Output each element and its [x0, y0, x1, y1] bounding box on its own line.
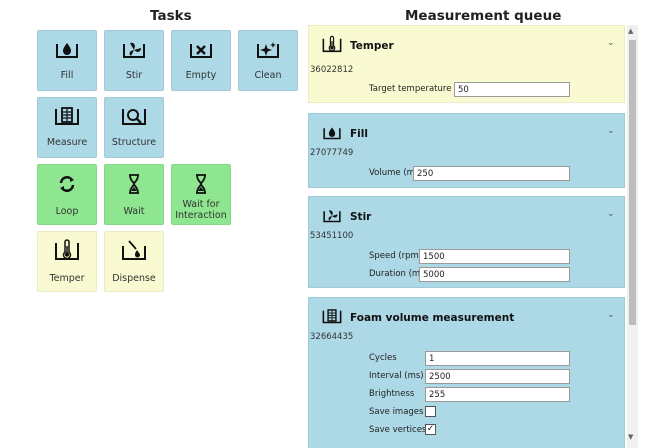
tasks-heading: Tasks	[150, 8, 192, 24]
fan-icon	[323, 210, 341, 223]
brightness-input[interactable]	[425, 387, 570, 402]
duration-input[interactable]	[419, 267, 570, 282]
card-title: Temper	[350, 40, 394, 52]
queue-card-stir[interactable]: Stir ⌄ 53451100 Speed (rpm) Duration (ms…	[308, 196, 625, 288]
target-temperature-input[interactable]	[454, 82, 570, 97]
scroll-down-arrow[interactable]: ▼	[628, 433, 634, 441]
save-images-checkbox[interactable]	[425, 406, 436, 417]
cycles-input[interactable]	[425, 351, 570, 366]
card-id: 32664435	[310, 332, 354, 342]
field-label: Cycles	[369, 353, 397, 363]
chevron-down-icon[interactable]: ⌄	[607, 310, 615, 320]
task-measure[interactable]: Measure	[37, 97, 97, 158]
task-empty[interactable]: Empty	[171, 30, 231, 91]
task-clean[interactable]: Clean	[238, 30, 298, 91]
chevron-down-icon[interactable]: ⌄	[607, 38, 615, 48]
task-label: Fill	[60, 70, 74, 81]
queue-card-temper[interactable]: Temper ⌄ 36022812 Target temperature (°C…	[308, 25, 625, 103]
volume-input[interactable]	[413, 166, 570, 181]
task-label: Clean	[254, 70, 282, 81]
card-title: Foam volume measurement	[350, 312, 515, 324]
measurement-queue-heading: Measurement queue	[405, 8, 562, 24]
field-label: Brightness	[369, 389, 415, 399]
field-label: Interval (ms)	[369, 371, 424, 381]
measure-icon	[322, 309, 342, 324]
task-wait[interactable]: Wait	[104, 164, 164, 225]
queue-card-fill[interactable]: Fill ⌄ 27077749 Volume (ml)	[308, 113, 625, 188]
card-title: Fill	[350, 128, 368, 140]
chevron-down-icon[interactable]: ⌄	[607, 126, 615, 136]
scrollbar-thumb[interactable]	[629, 40, 636, 325]
measurement-queue[interactable]: Temper ⌄ 36022812 Target temperature (°C…	[304, 25, 639, 448]
measure-icon	[55, 107, 79, 125]
scroll-up-arrow[interactable]: ▲	[628, 27, 634, 35]
task-label: Loop	[55, 206, 79, 217]
field-label: Speed (rpm)	[369, 251, 423, 261]
checkbox-label: Save vertices	[369, 425, 427, 435]
task-label: Wait	[123, 206, 145, 217]
card-id: 53451100	[310, 231, 354, 241]
card-id: 27077749	[310, 148, 354, 158]
task-stir[interactable]: Stir	[104, 30, 164, 91]
checkbox-label: Save images	[369, 407, 424, 417]
task-label: Empty	[185, 70, 217, 81]
field-label: Target temperature (°C)	[369, 84, 471, 94]
x-icon	[190, 44, 212, 58]
field-label: Volume (ml)	[369, 168, 421, 178]
task-label: Wait for Interaction	[175, 199, 227, 221]
queue-card-foam-volume-measurement[interactable]: Foam volume measurement ⌄ 32664435 Cycle…	[308, 297, 625, 448]
field-label: Duration (ms)	[369, 269, 428, 279]
thermometer-icon	[322, 35, 342, 53]
task-label: Structure	[111, 137, 157, 148]
task-label: Stir	[125, 70, 143, 81]
task-label: Temper	[49, 273, 85, 284]
speed-input[interactable]	[419, 249, 570, 264]
card-id: 36022812	[310, 65, 354, 75]
task-structure[interactable]: Structure	[104, 97, 164, 158]
interval-input[interactable]	[425, 369, 570, 384]
sparkle-icon	[257, 42, 279, 58]
magnifier-icon	[122, 109, 146, 125]
drop-icon	[56, 43, 78, 58]
task-fill[interactable]: Fill	[37, 30, 97, 91]
loop-icon	[59, 176, 75, 192]
drop-icon	[323, 127, 341, 140]
hourglass-icon	[196, 174, 206, 194]
hourglass-icon	[129, 174, 139, 194]
card-title: Stir	[350, 211, 372, 223]
task-label: Dispense	[112, 273, 156, 284]
task-loop[interactable]: Loop	[37, 164, 97, 225]
task-wait-for-interaction[interactable]: Wait for Interaction	[171, 164, 231, 225]
task-dispense[interactable]: Dispense	[104, 231, 164, 292]
chevron-down-icon[interactable]: ⌄	[607, 209, 615, 219]
task-label: Measure	[46, 137, 88, 148]
fan-icon	[123, 42, 145, 58]
dispense-icon	[122, 240, 146, 260]
task-temper[interactable]: Temper	[37, 231, 97, 292]
thermometer-icon	[55, 239, 79, 260]
save-vertices-checkbox[interactable]: ✓	[425, 424, 436, 435]
